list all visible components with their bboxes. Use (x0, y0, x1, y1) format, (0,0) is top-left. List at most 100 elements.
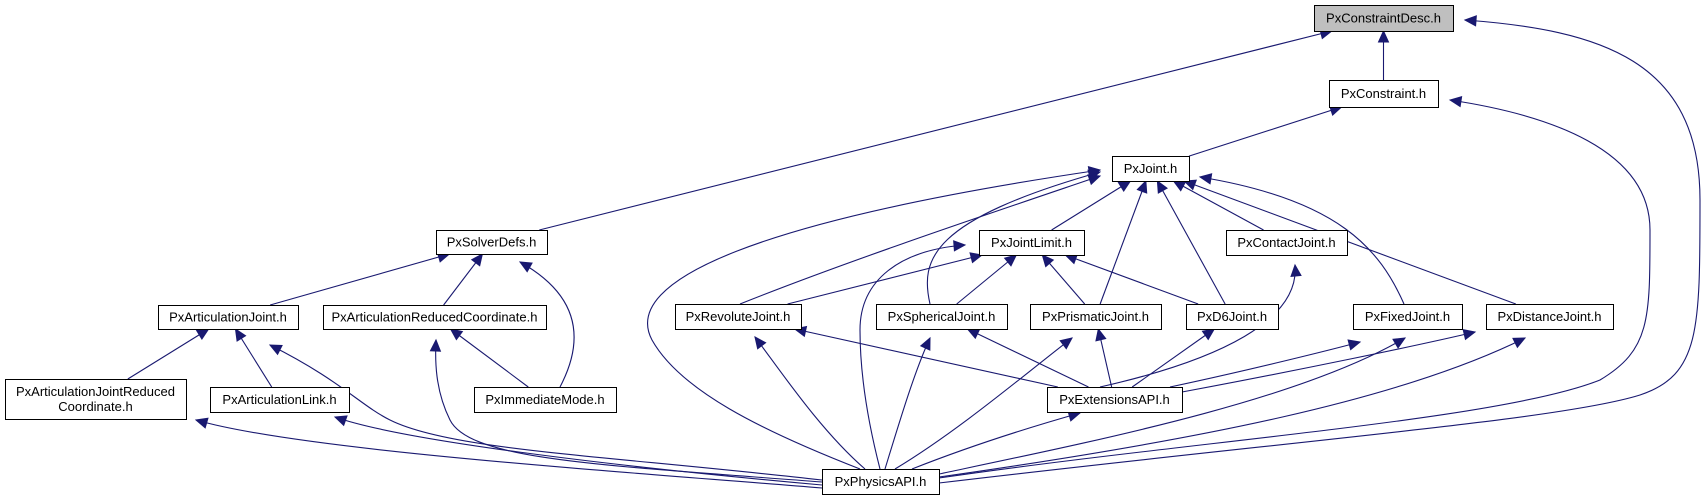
arrowhead-icon (1201, 328, 1216, 341)
edge-physicsapi-to-prismatic (894, 337, 1073, 470)
edge-prismatic-to-joint (1099, 179, 1148, 305)
edge-extensions-to-d6 (1131, 328, 1216, 388)
arrowhead-icon (1512, 337, 1527, 349)
node-box (210, 387, 350, 413)
edge-physicsapi-to-joint (647, 165, 1102, 470)
graph-node[interactable]: PxPrismaticJoint.h (1030, 304, 1162, 330)
node-label: PxD6Joint.h (1197, 309, 1267, 324)
node-label: PxContactJoint.h (1237, 235, 1335, 250)
edge-physicsapi-to-spherical (884, 336, 931, 470)
arrowhead-icon (969, 252, 984, 264)
node-label: PxArticulationJoint.h (169, 310, 287, 325)
edge-immediate-to-solverdefs (518, 261, 575, 388)
node-label: PxArticulationLink.h (222, 392, 336, 407)
arrowhead-icon (1392, 337, 1407, 349)
arrowhead-icon (1087, 165, 1102, 178)
edge-revolute-to-jointlimit (787, 252, 984, 305)
arrowhead-icon (1136, 179, 1148, 194)
node-box (1186, 304, 1279, 330)
graph-node[interactable]: PxConstraint.h (1329, 80, 1439, 108)
edge-extensions-to-fixed (1169, 339, 1362, 388)
edge-line (1065, 254, 1199, 305)
edge-artjointreduced-to-artjoint (127, 328, 210, 380)
node-box (1329, 80, 1439, 108)
edge-d6-to-joint (1156, 179, 1226, 305)
arrowhead-icon (234, 327, 247, 342)
arrowhead-icon (268, 344, 283, 356)
arrowhead-icon (919, 336, 931, 351)
edge-physicsapi-to-artlink (333, 415, 823, 486)
edge-line (1181, 331, 1476, 393)
node-label: PxConstraintDesc.h (1326, 11, 1441, 26)
node-box (5, 379, 187, 420)
graph-node[interactable]: PxArticulationReducedCoordinate.h (323, 305, 547, 330)
edge-joint-to-constraint (1188, 105, 1343, 157)
edge-line (1131, 328, 1215, 388)
graph-node[interactable]: PxJoint.h (1112, 156, 1190, 182)
edge-line (884, 337, 931, 470)
edge-artreduced-to-solverdefs (443, 253, 484, 306)
arrowhead-icon (1172, 180, 1187, 192)
graph-node[interactable]: PxSphericalJoint.h (876, 304, 1008, 330)
node-label: PxConstraint.h (1341, 86, 1426, 101)
graph-node[interactable]: PxExtensionsAPI.h (1047, 387, 1183, 413)
edge-line (127, 328, 209, 380)
graph-node[interactable]: PxArticulationJoint.h (158, 305, 299, 330)
arrowhead-icon (754, 336, 767, 350)
edge-physicsapi-to-constraintdesc (938, 15, 1701, 484)
edge-solverdefs-to-constraintdesc (539, 28, 1333, 231)
arrowhead-icon (1347, 339, 1362, 351)
edge-line (938, 99, 1651, 479)
arrowhead-icon (1095, 327, 1107, 342)
graph-node[interactable]: PxContactJoint.h (1226, 230, 1348, 256)
node-box (1030, 304, 1162, 330)
arrowhead-icon (1377, 29, 1390, 43)
nodes-layer: PxConstraintDesc.hPxConstraint.hPxJoint.… (5, 5, 1614, 495)
node-label: PxArticulationJointReduced (16, 384, 175, 399)
graph-node[interactable]: PxSolverDefs.h (436, 230, 548, 255)
edge-physicsapi-to-artjoint (268, 344, 823, 481)
arrowhead-icon (1462, 329, 1477, 341)
edge-physicsapi-to-extensions (911, 410, 1082, 470)
edge-line (956, 254, 1017, 305)
edge-constraint-to-constraintdesc (1377, 29, 1390, 80)
edge-line (270, 253, 450, 306)
edge-line (1169, 341, 1361, 388)
arrowhead-icon (1463, 15, 1477, 27)
edge-line (450, 328, 529, 388)
node-box (1226, 230, 1348, 256)
node-box (436, 230, 548, 255)
arrowhead-icon (1003, 254, 1018, 267)
edge-line (911, 412, 1081, 470)
edge-physicsapi-to-fixed (938, 337, 1407, 475)
edge-line (1173, 180, 1264, 231)
edge-line (926, 171, 1101, 305)
node-box (1047, 387, 1183, 413)
arrowhead-icon (1183, 179, 1197, 191)
edge-physicsapi-to-distance (938, 337, 1527, 478)
node-box (1353, 304, 1463, 330)
node-label: PxRevoluteJoint.h (686, 309, 791, 324)
edge-d6-to-jointlimit (1064, 253, 1199, 305)
graph-node[interactable]: PxD6Joint.h (1186, 304, 1279, 330)
graph-node[interactable]: PxArticulationLink.h (210, 387, 350, 413)
edge-line (938, 337, 1526, 478)
edge-distance-to-joint (1183, 179, 1516, 305)
arrowhead-icon (1156, 179, 1168, 194)
arrowhead-icon (518, 261, 533, 273)
graph-node[interactable]: PxFixedJoint.h (1353, 304, 1463, 330)
graph-node[interactable]: PxJointLimit.h (979, 230, 1085, 256)
arrowhead-icon (195, 328, 210, 340)
node-label: PxPrismaticJoint.h (1042, 309, 1149, 324)
graph-node[interactable]: PxPhysicsAPI.h (822, 469, 940, 495)
edge-line (519, 261, 575, 388)
graph-node[interactable]: PxDistanceJoint.h (1486, 304, 1614, 330)
arrowhead-icon (1448, 95, 1463, 108)
edge-extensions-to-distance (1181, 329, 1477, 393)
edge-extensions-to-prismatic (1095, 327, 1113, 388)
edge-line (1099, 264, 1296, 388)
graph-node[interactable]: PxRevoluteJoint.h (675, 304, 802, 330)
graph-node[interactable]: PxImmediateMode.h (474, 387, 617, 413)
selected-node: PxConstraintDesc.h (1314, 5, 1454, 32)
